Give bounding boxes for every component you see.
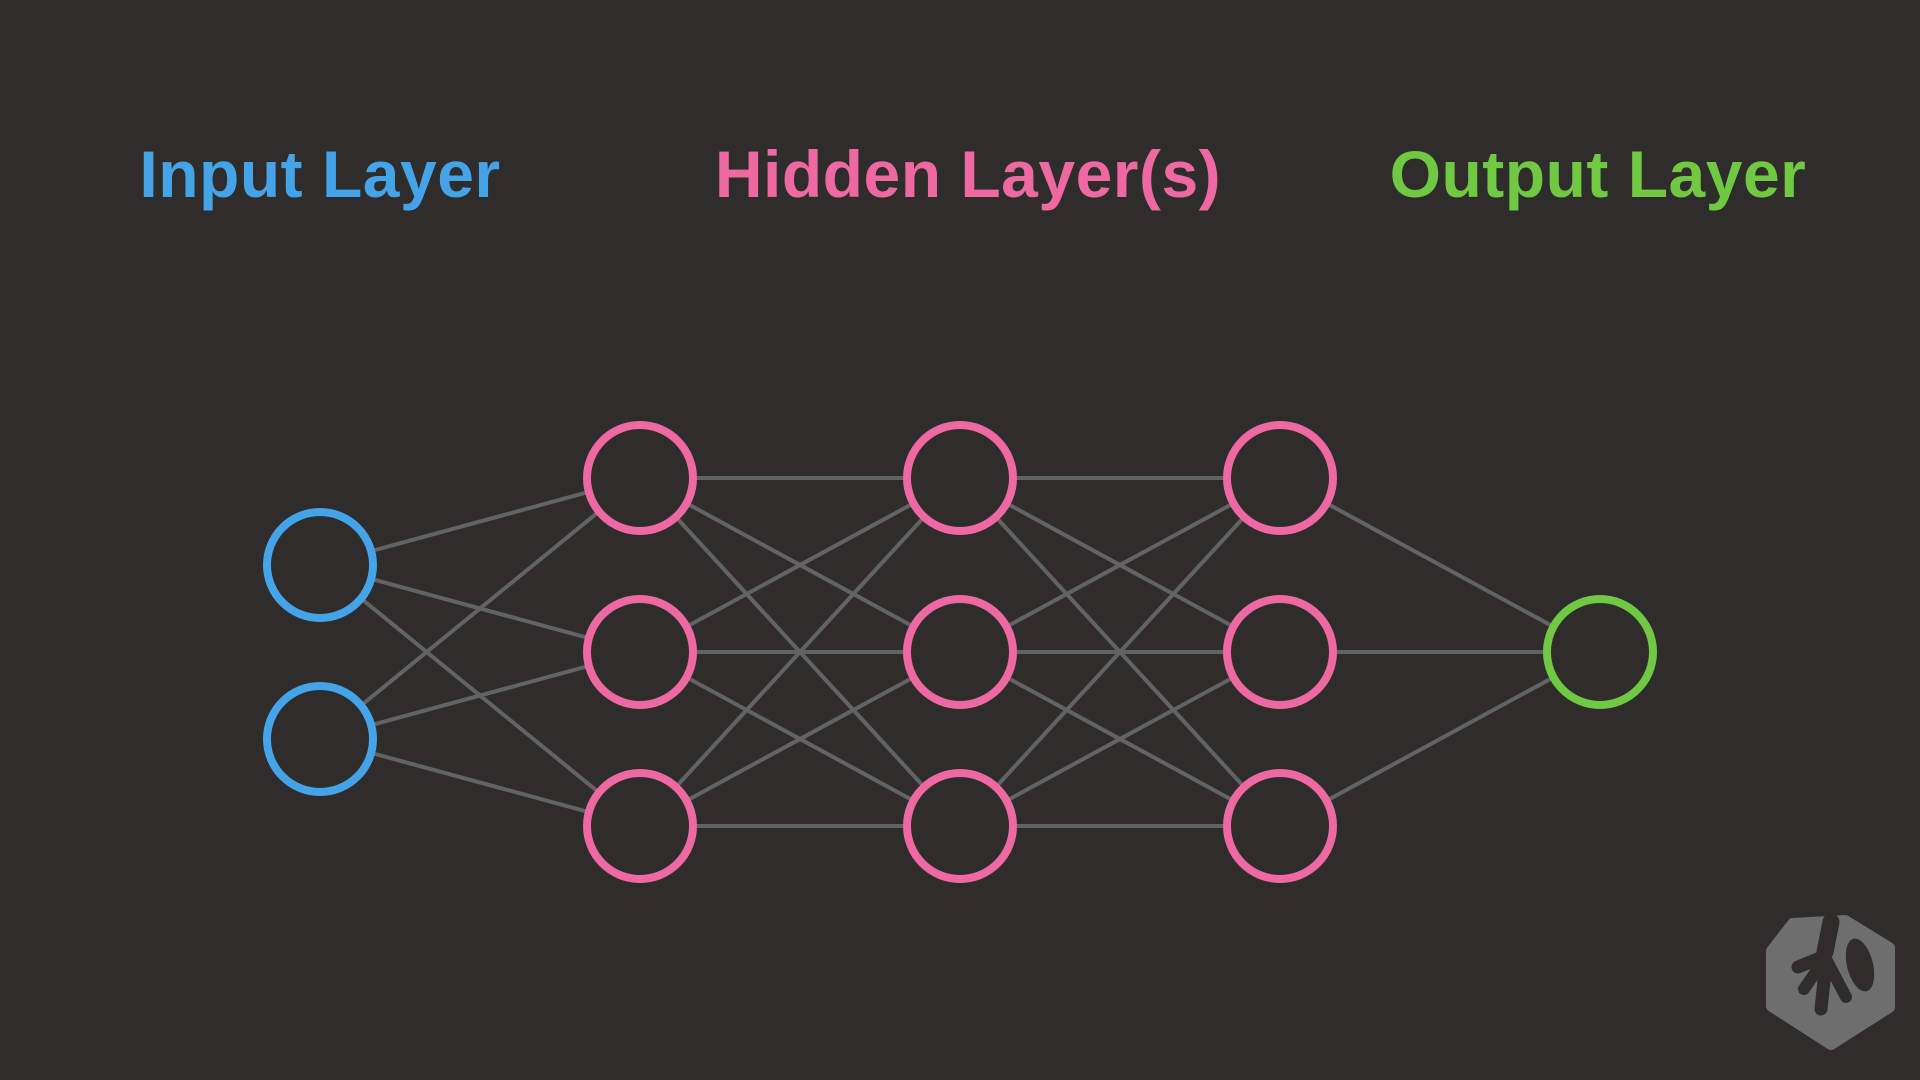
node-hidden-1-3 (583, 769, 697, 883)
node-hidden-3-3 (1223, 769, 1337, 883)
edge-hidden-3-to-output (1279, 476, 1601, 654)
edge-hidden-1-to-hidden-2 (638, 476, 962, 828)
edge-hidden-2-to-hidden-3 (959, 650, 1281, 828)
logo-frog-foot-cutout (1791, 913, 1852, 1016)
node-hidden-2-2 (903, 595, 1017, 709)
label-output-layer: Output Layer (1389, 137, 1807, 211)
logo-leaf-cutout (1845, 938, 1875, 992)
treehouse-logo-icon (1766, 913, 1895, 1050)
node-input-1 (263, 508, 377, 622)
label-hidden-layers: Hidden Layer(s) (714, 137, 1222, 211)
edge-hidden-2-to-hidden-3 (958, 476, 1282, 828)
node-hidden-3-2 (1223, 595, 1337, 709)
node-input-2 (263, 682, 377, 796)
edge-hidden-3-to-output (1279, 650, 1601, 828)
edge-hidden-2-to-hidden-3 (959, 476, 1281, 654)
label-input-layer: Input Layer (139, 137, 501, 211)
node-hidden-3-1 (1223, 421, 1337, 535)
node-output-1 (1543, 595, 1657, 709)
node-hidden-2-1 (903, 421, 1017, 535)
node-hidden-1-1 (583, 421, 697, 535)
edge-hidden-1-to-hidden-2 (639, 476, 961, 654)
node-hidden-1-2 (583, 595, 697, 709)
edge-input-to-hidden-1 (318, 476, 642, 741)
node-hidden-2-3 (903, 769, 1017, 883)
edge-hidden-1-to-hidden-2 (639, 650, 961, 828)
